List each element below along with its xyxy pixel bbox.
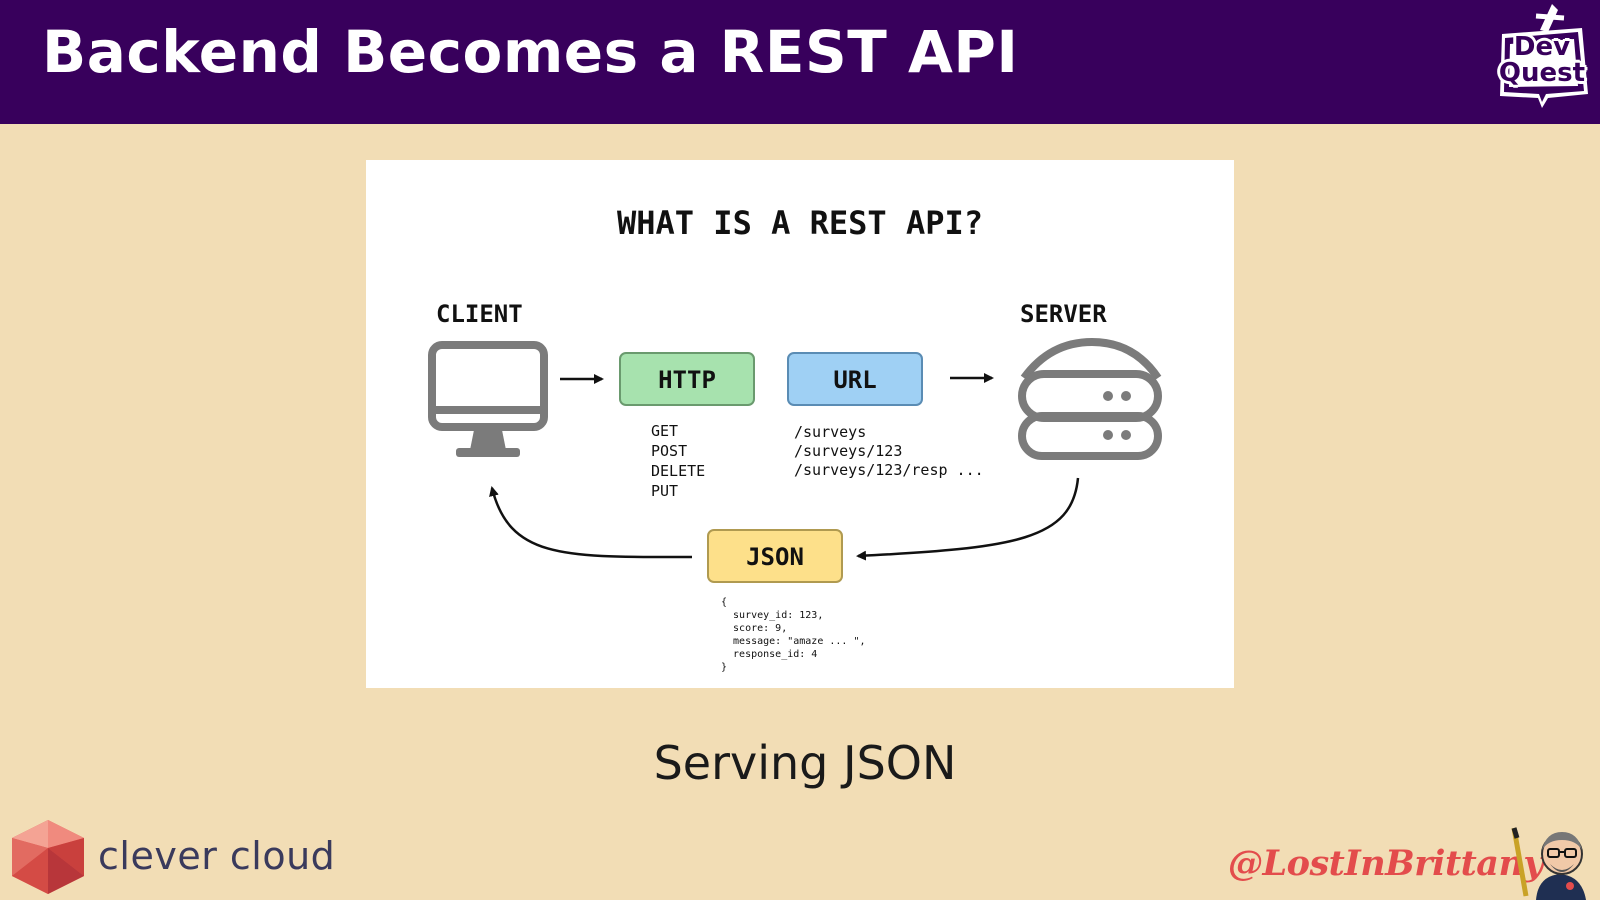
devquest-logo-text: Dev Quest: [1488, 34, 1596, 86]
url-item: /surveys/123/resp ...: [794, 461, 984, 479]
http-method-item: PUT: [651, 482, 678, 500]
url-label: URL: [833, 366, 876, 394]
clever-cloud-wordmark: clever cloud: [98, 834, 336, 878]
diagram-title: WHAT IS A REST API?: [617, 204, 983, 242]
url-item: /surveys/123: [794, 442, 902, 460]
http-label: HTTP: [658, 366, 716, 394]
http-method-item: GET: [651, 422, 678, 440]
arrow-server-to-json: [856, 477, 1080, 561]
devquest-logo-line-1: Dev: [1513, 32, 1571, 62]
devquest-logo-shape: [1500, 4, 1588, 108]
clever-cloud-logo-icon: [12, 820, 84, 894]
server-label: SERVER: [1020, 300, 1107, 328]
http-methods-list: GET POST DELETE PUT: [651, 422, 705, 500]
devquest-logo-icon: Dev Quest: [1488, 4, 1596, 116]
url-box: URL: [787, 352, 923, 406]
json-line: response_id: 4: [721, 649, 817, 660]
json-line: {: [721, 597, 727, 608]
json-line: }: [721, 662, 727, 673]
json-line: score: 9,: [721, 623, 787, 634]
slide-title: Backend Becomes a REST API: [42, 18, 1019, 86]
url-list: /surveys /surveys/123 /surveys/123/resp …: [794, 423, 984, 479]
json-body: { survey_id: 123, score: 9, message: "am…: [721, 597, 866, 673]
http-method-item: DELETE: [651, 462, 705, 480]
devquest-logo-line-2: Quest: [1498, 58, 1586, 88]
diagram-canvas: WHAT IS A REST API? CLIENT SERVER HTTP: [428, 204, 1162, 673]
json-label: JSON: [746, 543, 804, 571]
slide-header: Backend Becomes a REST API Dev Quest: [0, 0, 1600, 124]
author-avatar-icon: [1511, 827, 1586, 900]
rest-api-diagram: WHAT IS A REST API? CLIENT SERVER HTTP: [366, 160, 1234, 688]
server-stack-icon: [1018, 337, 1162, 460]
client-label: CLIENT: [436, 300, 523, 328]
http-method-item: POST: [651, 442, 687, 460]
json-box: JSON: [707, 529, 843, 583]
json-line: survey_id: 123,: [721, 610, 823, 621]
slide-caption: Serving JSON: [653, 736, 957, 790]
json-line: message: "amaze ... ",: [721, 636, 866, 647]
author-handle: @LostInBrittany: [1228, 843, 1544, 884]
arrow-json-to-client: [489, 486, 693, 559]
computer-monitor-icon: [428, 341, 548, 457]
url-item: /surveys: [794, 423, 866, 441]
http-box: HTTP: [619, 352, 755, 406]
